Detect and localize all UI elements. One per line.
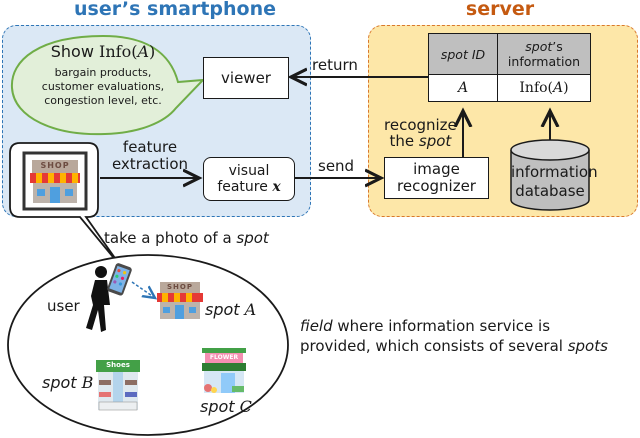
information-database-label: information database [511, 163, 598, 200]
bubble-line: congestion level, etc. [44, 94, 162, 107]
bubble-content: Show Info(A) bargain products, customer … [18, 42, 188, 108]
spot-c-label: spot C [200, 397, 252, 416]
header-spot-information: spot’s information [497, 33, 591, 75]
photo-shop-sign: SHOP [40, 161, 70, 170]
field-caption: field where information service is provi… [300, 317, 608, 355]
info-speech-bubble [10, 34, 206, 136]
spot-info-table: spot ID spot’s information A Info(A) [428, 33, 591, 102]
smartphone-title: user’s smartphone [73, 0, 276, 20]
visual-feature-box: visual feature x [203, 157, 295, 201]
spot-a-shop-icon [157, 282, 203, 319]
user-label: user [47, 297, 80, 315]
spot-a-shop-sign: SHOP [167, 283, 193, 291]
cell-spot-id: A [428, 74, 498, 102]
header-spot-id: spot ID [428, 33, 498, 75]
server-title: server [465, 0, 535, 20]
show-info-title: Show Info(A) [50, 42, 156, 61]
shop-photo-icon [30, 160, 80, 203]
send-label: send [318, 157, 355, 175]
bubble-line: customer evaluations, [41, 80, 165, 93]
bubble-line: bargain products, [54, 66, 152, 79]
cell-spot-info: Info(A) [497, 74, 591, 102]
return-label: return [312, 56, 358, 74]
image-recognizer-box: image recognizer [384, 157, 489, 199]
spot-c-flower-icon [202, 348, 246, 393]
spot-b-shoes-sign: Shoes [106, 361, 130, 369]
recognize-label: recognize the spot [384, 116, 457, 150]
smartphone-icon [107, 263, 132, 296]
spot-b-shoes-icon [96, 360, 140, 411]
feature-extraction-label: feature extraction [111, 138, 189, 173]
spot-a-label: spot A [205, 300, 257, 319]
spot-c-flower-sign: FLOWER [209, 354, 239, 361]
user-silhouette-icon [86, 266, 110, 332]
spot-b-label: spot B [42, 373, 94, 392]
take-photo-label: take a photo of a spot [104, 229, 269, 247]
information-database-cylinder [510, 139, 590, 211]
viewer-box: viewer [203, 57, 289, 99]
